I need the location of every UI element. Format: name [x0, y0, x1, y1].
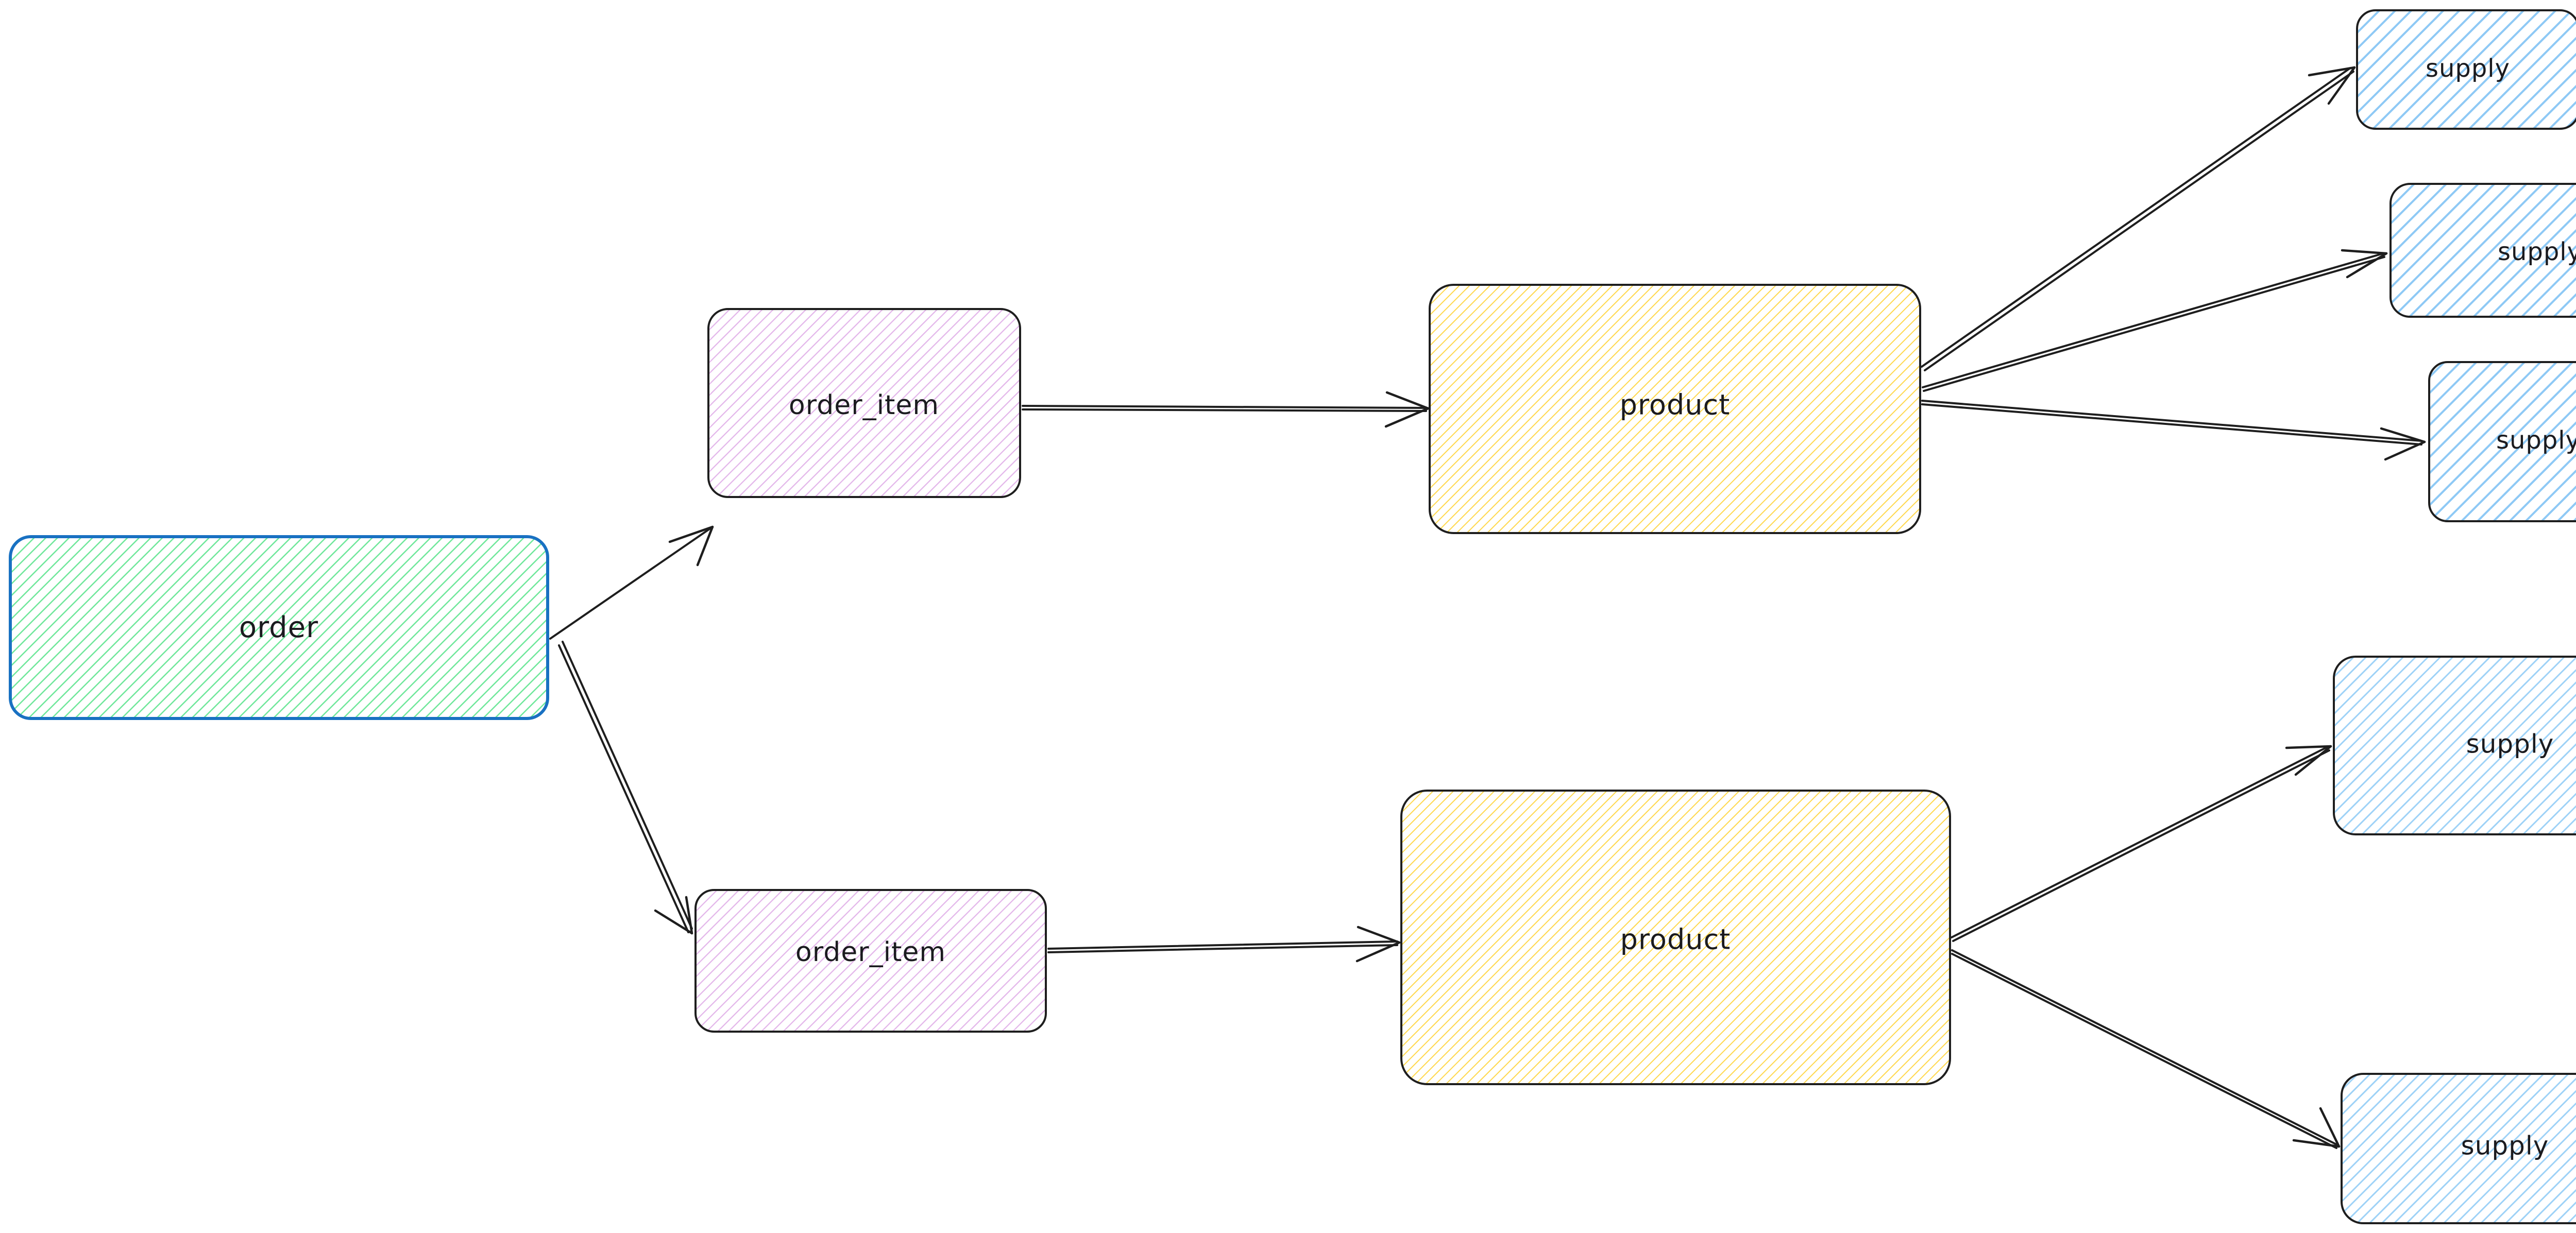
node-order[interactable]: order: [9, 535, 549, 720]
node-layer: order order_item order_item product: [9, 9, 2576, 1224]
node-product-top-label: product: [1620, 389, 1731, 421]
edge-order-to-order-item-bottom[interactable]: [558, 641, 693, 935]
edge-product-top-to-supply-2[interactable]: [1922, 249, 2388, 392]
node-supply-1[interactable]: supply: [2356, 9, 2576, 130]
node-supply-3-label: supply: [2496, 426, 2576, 455]
node-order-item-top-label: order_item: [789, 390, 939, 421]
edge-order-to-order-item-top[interactable]: [549, 525, 714, 640]
edge-product-bottom-to-supply-4[interactable]: [1951, 745, 2332, 942]
node-product-bottom[interactable]: product: [1400, 790, 1951, 1085]
edge-order-item-top-to-product-top[interactable]: [1022, 391, 1430, 428]
node-product-top[interactable]: product: [1429, 284, 1921, 534]
node-product-bottom-label: product: [1620, 923, 1731, 956]
node-supply-2[interactable]: supply: [2389, 183, 2576, 318]
edge-product-top-to-supply-1[interactable]: [1921, 66, 2356, 371]
node-supply-2-label: supply: [2498, 237, 2576, 266]
node-order-item-bottom[interactable]: order_item: [694, 889, 1047, 1033]
node-order-item-top[interactable]: order_item: [707, 308, 1021, 498]
node-supply-3[interactable]: supply: [2428, 361, 2576, 522]
node-supply-5-label: supply: [2461, 1131, 2549, 1161]
edge-order-item-bottom-to-product-bottom[interactable]: [1047, 926, 1401, 963]
edge-product-top-to-supply-3[interactable]: [1921, 400, 2426, 461]
node-supply-4-label: supply: [2466, 729, 2554, 759]
edge-layer: [549, 66, 2426, 1149]
edge-product-bottom-to-supply-5[interactable]: [1951, 949, 2341, 1149]
node-supply-4[interactable]: supply: [2333, 656, 2576, 835]
node-order-item-bottom-label: order_item: [795, 937, 946, 968]
node-order-label: order: [239, 611, 318, 644]
node-supply-5[interactable]: supply: [2341, 1073, 2576, 1224]
node-supply-1-label: supply: [2426, 54, 2510, 83]
